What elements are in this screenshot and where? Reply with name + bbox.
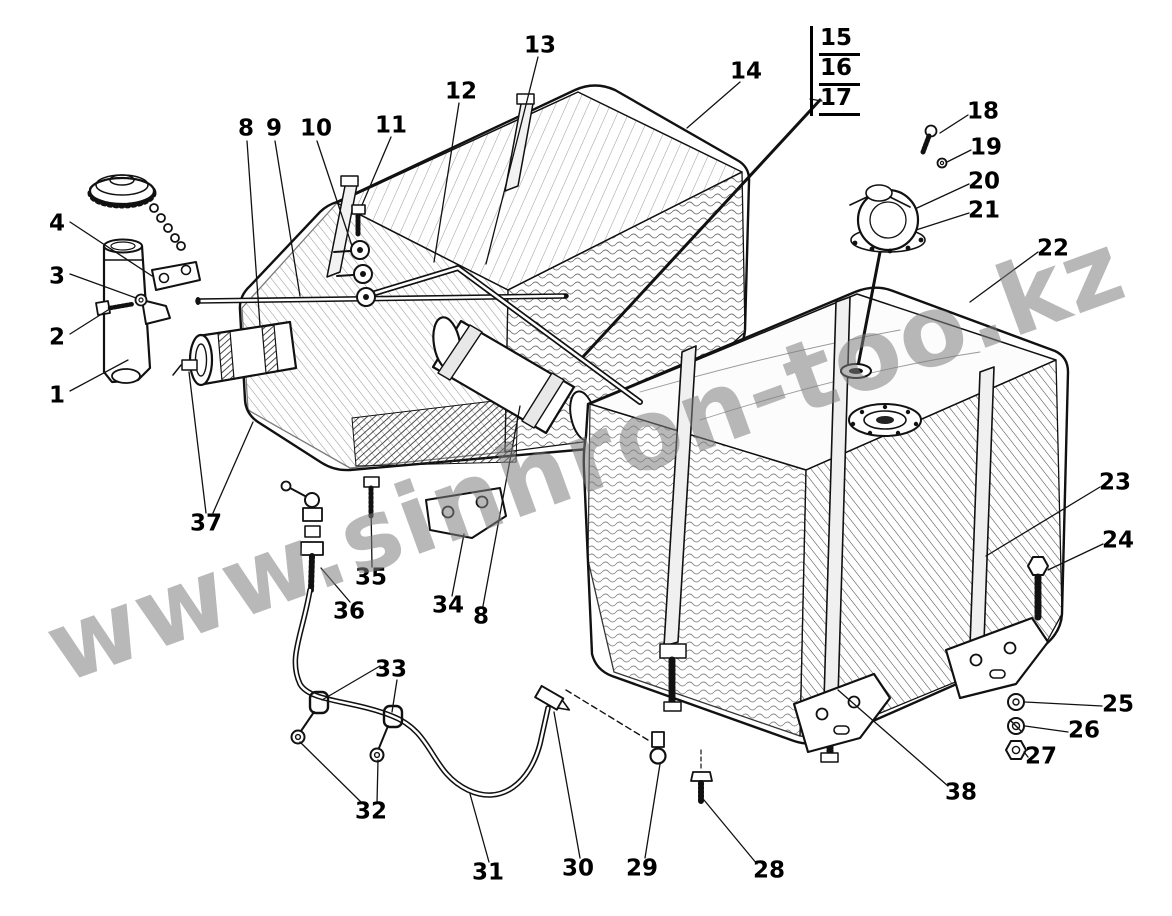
callout-16: 16 (819, 56, 861, 86)
fuel-line-rod (578, 98, 822, 362)
callout-36: 36 (332, 598, 366, 625)
clamp-screw (181, 359, 198, 371)
fuel-outlet-pipe (290, 587, 649, 798)
washer (134, 293, 148, 307)
callout-24: 24 (1101, 527, 1135, 554)
callout-3: 3 (48, 263, 66, 290)
sender-bolt (920, 124, 948, 169)
callout-20: 20 (967, 168, 1001, 195)
callout-28: 28 (752, 857, 786, 884)
callout-2: 2 (48, 324, 66, 351)
filler-cap (88, 176, 156, 206)
callout-38: 38 (944, 779, 978, 806)
leader-lines (69, 56, 1104, 865)
banjo-fittings (333, 204, 376, 307)
callout-21: 21 (967, 197, 1001, 224)
callout-10: 10 (299, 115, 333, 142)
washer (1007, 693, 1025, 711)
callout-13: 13 (523, 32, 557, 59)
washer (936, 157, 948, 169)
hose-clamp (437, 324, 483, 381)
bracket-bolt (1027, 556, 1049, 576)
filler-neck-left (172, 320, 298, 387)
fuel-supply-line (369, 265, 643, 405)
pipe-clamp (308, 690, 330, 715)
cap-chain (149, 203, 159, 213)
callout-19: 19 (969, 134, 1003, 161)
callout-35: 35 (354, 564, 388, 591)
callout-9: 9 (265, 115, 283, 142)
callout-33: 33 (374, 656, 408, 683)
callout-34: 34 (431, 592, 465, 619)
fuel-level-sender (840, 184, 926, 379)
callout-32: 32 (354, 798, 388, 825)
callout-8: 8 (237, 115, 255, 142)
right-fuel-tank (582, 286, 1070, 745)
callout-22: 22 (1036, 235, 1070, 262)
nut (1005, 740, 1027, 760)
callout-4: 4 (48, 210, 66, 237)
callout-30: 30 (561, 855, 595, 882)
filler-tube (102, 244, 152, 384)
callout-15: 15 (819, 26, 861, 56)
callout-12: 12 (444, 78, 478, 105)
fuel-pipe (195, 293, 569, 305)
drain-plug-parts (649, 731, 713, 804)
callout-26: 26 (1067, 717, 1101, 744)
mounting-brackets (792, 556, 1050, 760)
callout-17: 17 (819, 86, 861, 116)
callout-group-15-16-17: 15 16 17 (810, 26, 861, 116)
callout-8b: 8 (472, 603, 490, 630)
pipe-fitting (534, 684, 571, 711)
callout-29: 29 (625, 855, 659, 882)
callout-11: 11 (374, 112, 408, 139)
drain-bolt (690, 771, 713, 782)
callout-27: 27 (1024, 743, 1058, 770)
hose-clamp (261, 324, 279, 374)
hose-clamp (217, 330, 235, 382)
callout-18: 18 (966, 98, 1000, 125)
callout-14: 14 (729, 58, 763, 85)
filler-cap-assembly (87, 174, 201, 384)
callout-1: 1 (48, 382, 66, 409)
hose-clamp (521, 372, 565, 429)
valve-bracket (425, 487, 507, 539)
callout-31: 31 (471, 859, 505, 886)
callout-23: 23 (1098, 469, 1132, 496)
shutoff-valve-assembly (280, 476, 507, 593)
callout-25: 25 (1101, 691, 1135, 718)
callout-37: 37 (189, 510, 223, 537)
